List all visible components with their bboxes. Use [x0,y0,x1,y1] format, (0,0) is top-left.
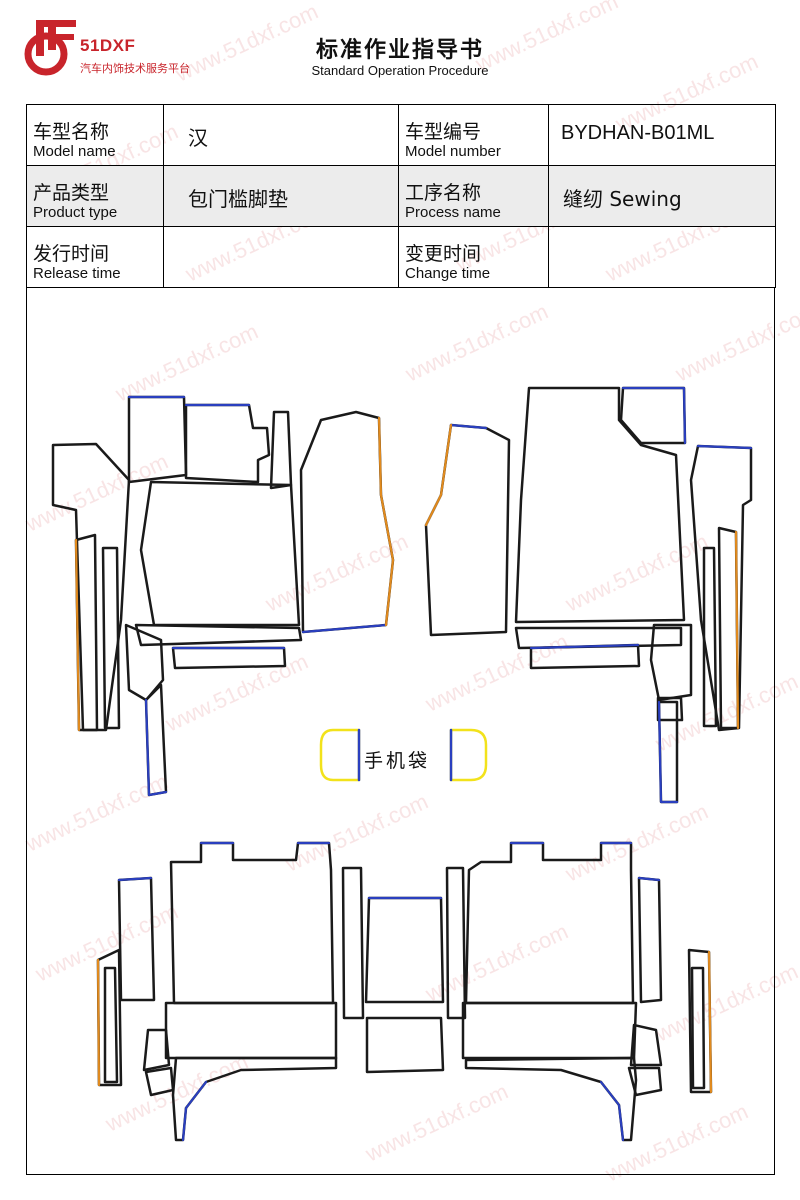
release-time-label-cell: 发行时间 Release time [26,226,164,288]
front-right-lower-bar [514,626,683,650]
brand-tagline: 汽车内饰技术服务平台 [80,62,190,75]
model-number-label-cell: 车型编号 Model number [398,104,549,166]
edge-orange [377,416,395,627]
phone-pocket-label: 手机袋 [364,750,431,772]
edge-orange [734,530,740,730]
rear-right-lower-bar [461,1001,638,1060]
process-name-value: 缝纫 Sewing [563,187,682,211]
model-name-label: 车型名称 [33,121,110,143]
rear-left-side-panel [117,876,156,1002]
front-left-notch [269,410,293,490]
front-left-lower-tab [171,646,287,670]
rear-right-triangle-a [629,1023,663,1067]
change-time-label-en: Change time [405,265,491,282]
product-type-label-en: Product type [33,204,118,221]
model-number-label-en: Model number [405,143,501,160]
front-left-upper-block [127,395,188,484]
rear-left-inner-strip [341,866,365,1020]
process-name-label-en: Process name [405,204,501,221]
edge-orange [74,538,81,732]
info-row: 产品类型 Product type 包门槛脚垫 工序名称 Process nam… [26,165,776,227]
edge-blue [621,386,687,445]
edge-orange [96,958,101,1087]
edge-blue [449,423,488,430]
info-table: 车型名称 Model name 汉 车型编号 Model number BYDH… [26,104,776,288]
rear-left-triangle-b [144,1066,175,1097]
front-right-side-panel [424,423,511,637]
phone-pocket-pieces [319,728,488,782]
rear-right-wheel-arch [464,1056,638,1142]
front-right-sill-strip [717,526,740,730]
model-number-value: BYDHAN-B01ML [561,122,715,144]
process-name-label-cell: 工序名称 Process name [398,165,549,227]
front-left-upper-tab [184,403,271,484]
phone-pocket-right [449,728,488,782]
rear-left-lower-bar [164,1001,338,1060]
rear-center-tunnel [364,896,445,1004]
front-left-sill-strip-inner [101,546,121,730]
model-number-value-cell: BYDHAN-B01ML [548,104,776,166]
front-left-main-mat [139,480,301,627]
model-name-label-cell: 车型名称 Model name [26,104,164,166]
rear-right-side-panel [637,876,663,1004]
pattern-drawing-panel [26,288,775,1175]
edge-blue [181,1080,208,1142]
edge-blue [301,623,388,634]
rear-left-main-mat [169,841,335,1005]
edge-orange [707,950,713,1094]
brand-logo [22,16,242,76]
rear-left-wheel-arch [171,1056,338,1142]
page-subtitle: Standard Operation Procedure [311,63,489,78]
change-time-value-cell [548,226,776,288]
edge-blue [657,700,679,804]
rear-left-triangle-a [142,1028,171,1072]
page-title: 标准作业指导书 [315,38,484,63]
floor-mat-pattern-drawing [51,386,753,1142]
product-type-label: 产品类型 [33,182,110,204]
front-right-connector [649,623,693,702]
model-number-label: 车型编号 [405,121,482,143]
front-right-sill-strip-inner [702,546,718,728]
process-name-label: 工序名称 [405,182,482,204]
change-time-label: 变更时间 [405,243,482,265]
info-row: 车型名称 Model name 汉 车型编号 Model number BYDH… [26,104,776,166]
release-time-value-cell [163,226,399,288]
release-time-label: 发行时间 [33,243,110,265]
edge-blue [144,698,168,797]
edge-orange [424,423,453,527]
front-left-lower-bar [134,623,303,647]
model-name-value-cell: 汉 [163,104,399,166]
change-time-label-cell: 变更时间 Change time [398,226,549,288]
rear-center-panel [365,1016,445,1074]
edge-blue [529,643,640,650]
edge-blue [599,1080,625,1142]
rear-right-sill-strip [690,966,706,1090]
product-type-value-cell: 包门槛脚垫 [163,165,399,227]
phone-pocket-left [319,728,361,782]
model-name-value: 汉 [188,126,208,150]
rear-right-main-mat [464,841,635,1005]
front-right-main-mat [514,386,686,624]
edge-blue [637,876,661,882]
product-type-value: 包门槛脚垫 [188,187,288,211]
rear-right-triangle-b [627,1066,663,1097]
info-row: 发行时间 Release time 变更时间 Change time [26,226,776,288]
model-name-label-en: Model name [33,143,116,160]
edge-blue [117,876,153,882]
logo-mark-icon [24,20,76,76]
edge-blue [696,444,753,450]
brand-name: 51DXF [80,36,136,55]
release-time-label-en: Release time [33,265,121,282]
product-type-label-cell: 产品类型 Product type [26,165,164,227]
front-left-sill-panel [51,442,131,732]
rear-right-inner-strip [445,866,467,1020]
process-name-value-cell: 缝纫 Sewing [548,165,776,227]
rear-left-sill-strip [103,966,119,1084]
